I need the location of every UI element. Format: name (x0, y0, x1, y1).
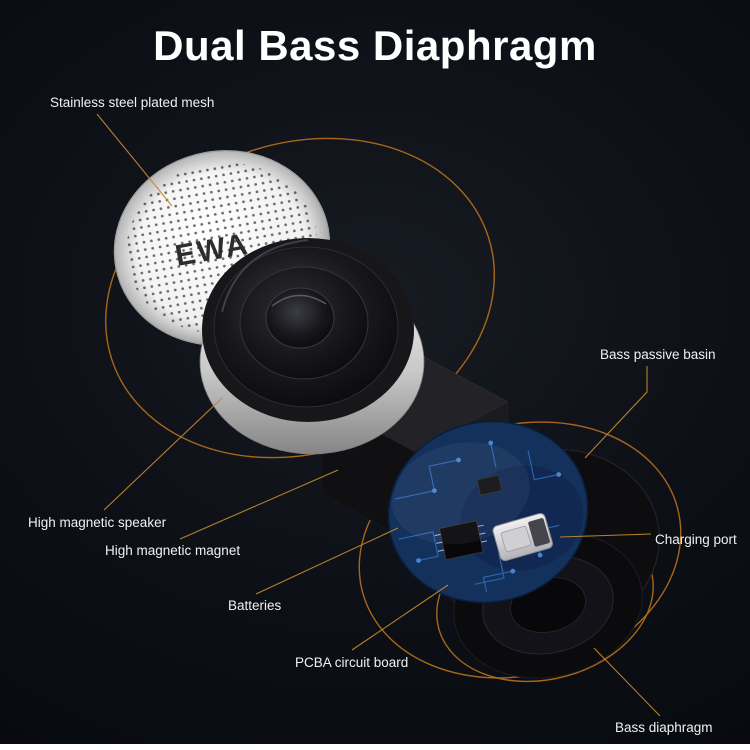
pcb-small-chip (476, 474, 503, 496)
callout-line-magnet (179, 469, 339, 540)
charging-port-plug (492, 512, 553, 562)
callout-line-passive-basin (584, 366, 648, 459)
page-title: Dual Bass Diaphragm (153, 22, 597, 69)
speaker-driver (199, 238, 425, 455)
label-magnet: High magnetic magnet (105, 543, 240, 558)
usb-body-detail (500, 525, 532, 553)
callout-line-charging-port (559, 533, 652, 538)
label-batteries: Batteries (228, 598, 282, 613)
callout-line-mesh (96, 113, 173, 207)
label-diaphragm: Bass diaphragm (615, 720, 713, 735)
speaker-surround-highlight (221, 239, 309, 313)
callout-line-batteries (255, 527, 399, 595)
callout-line-speaker (103, 397, 223, 511)
callout-line-pcba (351, 584, 449, 651)
label-charging-port: Charging port (655, 532, 737, 547)
pcb-main-chip (438, 519, 484, 561)
pcb-traces (391, 440, 584, 593)
speaker-dust-cap (265, 287, 335, 349)
label-mesh: Stainless steel plated mesh (50, 95, 214, 110)
pcb-board (387, 420, 589, 604)
usb-opening (528, 518, 550, 547)
label-speaker: High magnetic speaker (28, 515, 167, 530)
label-pcba: PCBA circuit board (295, 655, 408, 670)
bottom-page-edge (0, 744, 750, 750)
dust-cap-highlight (271, 294, 327, 307)
callout-line-diaphragm (593, 647, 661, 717)
label-passive-basin: Bass passive basin (600, 347, 716, 362)
